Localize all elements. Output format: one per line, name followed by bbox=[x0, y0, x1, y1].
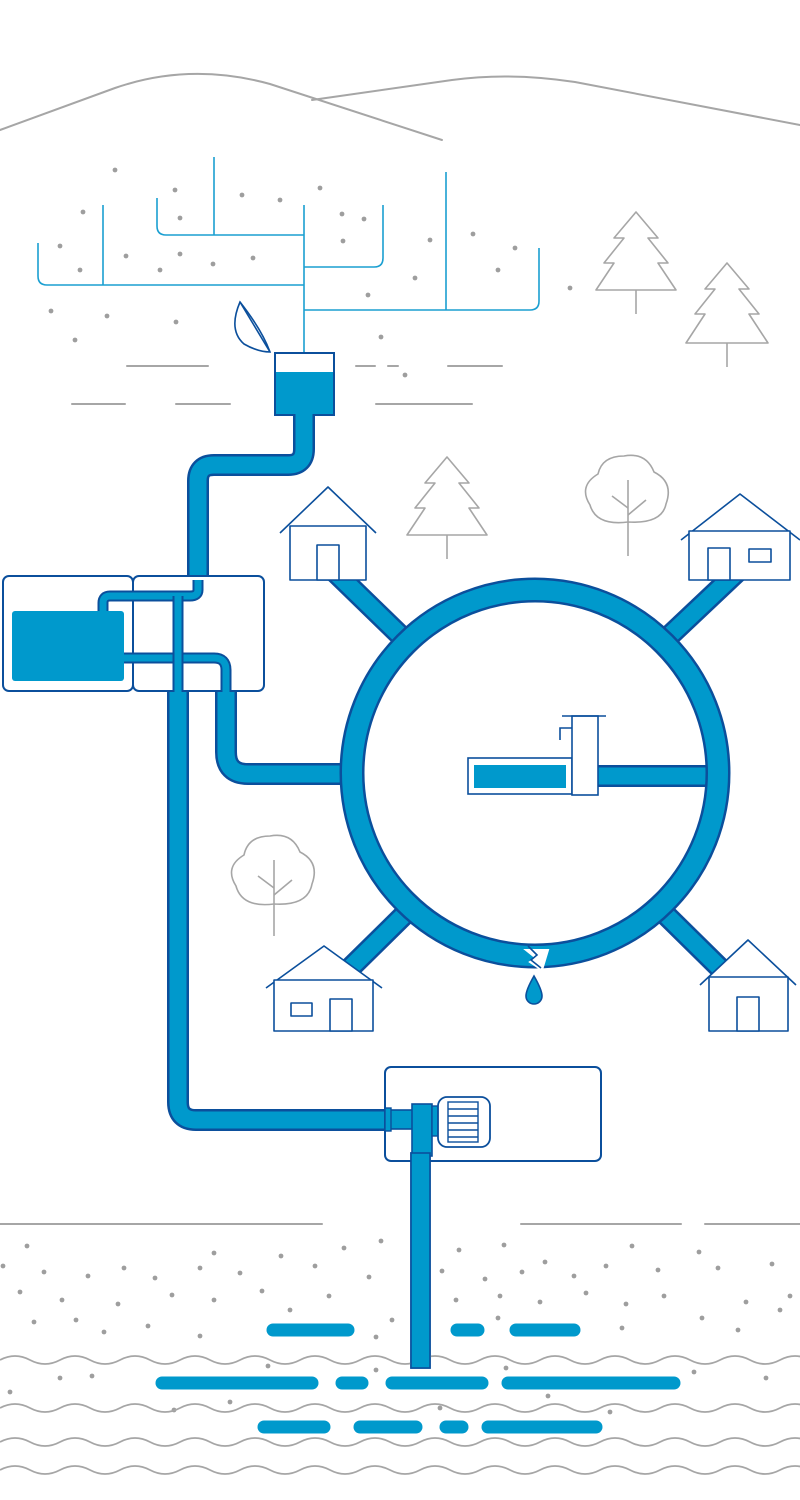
pine-tree-icon bbox=[595, 211, 677, 314]
mountain-right bbox=[311, 75, 800, 126]
soil-dots bbox=[0, 1238, 793, 1415]
groundwater-flow bbox=[155, 1323, 681, 1434]
pump-icon bbox=[437, 1096, 491, 1148]
house-icon bbox=[699, 939, 797, 1032]
pine-tree-icon bbox=[685, 262, 769, 367]
storage-reservoir bbox=[12, 611, 124, 681]
house-icon bbox=[265, 945, 383, 1032]
intake-tank bbox=[274, 352, 335, 416]
house-icon bbox=[680, 493, 800, 581]
treatment-plant bbox=[2, 575, 265, 692]
main-pipes bbox=[167, 414, 388, 1131]
distribution-ring bbox=[327, 564, 745, 986]
well-pipe bbox=[410, 1152, 431, 1369]
catchment-pipes bbox=[37, 157, 540, 352]
faucet-icon bbox=[467, 715, 606, 796]
catchment-dots bbox=[48, 167, 573, 378]
water-drop-icon bbox=[525, 974, 543, 1005]
house-icon bbox=[279, 486, 377, 581]
deciduous-tree-icon bbox=[230, 834, 316, 936]
ground-lines-upper bbox=[71, 365, 503, 405]
mountain-range bbox=[0, 72, 800, 141]
deciduous-tree-icon bbox=[584, 454, 670, 556]
aquifer-waves bbox=[0, 1355, 800, 1475]
leaf-icon bbox=[234, 300, 272, 353]
pine-tree-icon bbox=[406, 456, 488, 559]
mountain-left bbox=[0, 72, 443, 141]
